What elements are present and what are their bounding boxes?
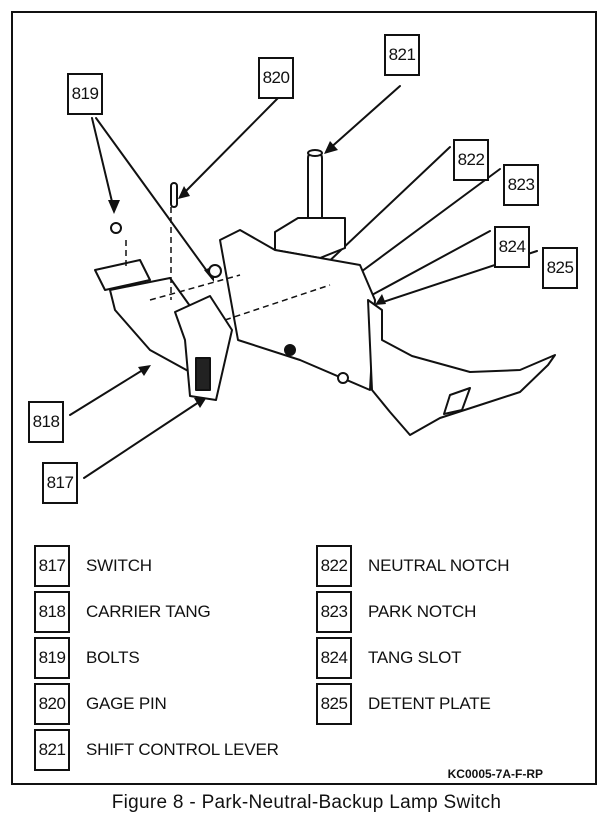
legend-item-817: 817 SWITCH xyxy=(34,545,152,587)
switch-body xyxy=(174,295,233,401)
legend-label: SWITCH xyxy=(86,556,152,575)
leader-821 xyxy=(327,85,401,151)
callout-819: 819 xyxy=(67,73,103,115)
leader-819a xyxy=(91,117,115,211)
detent-plate xyxy=(219,229,376,391)
leader-818 xyxy=(69,367,147,416)
mounting-bracket xyxy=(367,299,556,436)
callout-820: 820 xyxy=(258,57,294,99)
callout-817: 817 xyxy=(42,462,78,504)
figure-frame xyxy=(11,11,597,785)
callout-818: 818 xyxy=(28,401,64,443)
legend-item-819: 819 BOLTS xyxy=(34,637,140,679)
figure-caption: Figure 8 - Park-Neutral-Backup Lamp Swit… xyxy=(111,792,502,813)
legend-label: SHIFT CONTROL LEVER xyxy=(86,740,279,759)
legend-number: 825 xyxy=(316,683,352,725)
legend-item-822: 822 NEUTRAL NOTCH xyxy=(316,545,509,587)
legend-number: 817 xyxy=(34,545,70,587)
legend-number: 819 xyxy=(34,637,70,679)
callout-823: 823 xyxy=(503,164,539,206)
legend-number: 821 xyxy=(34,729,70,771)
legend-item-825: 825 DETENT PLATE xyxy=(316,683,491,725)
leader-823 xyxy=(349,168,501,281)
bolt-right xyxy=(208,264,222,278)
gage-pin xyxy=(170,182,178,208)
bracket-tab xyxy=(94,259,151,291)
legend-label: TANG SLOT xyxy=(368,648,462,667)
legend-number: 818 xyxy=(34,591,70,633)
legend-number: 820 xyxy=(34,683,70,725)
leader-817 xyxy=(83,399,203,479)
callout-825: 825 xyxy=(542,247,578,289)
legend-label: GAGE PIN xyxy=(86,694,167,713)
legend-item-820: 820 GAGE PIN xyxy=(34,683,167,725)
legend-label: PARK NOTCH xyxy=(368,602,477,621)
legend-item-823: 823 PARK NOTCH xyxy=(316,591,476,633)
leader-820 xyxy=(181,97,279,196)
legend-label: NEUTRAL NOTCH xyxy=(368,556,510,575)
callout-822: 822 xyxy=(453,139,489,181)
leader-819b xyxy=(95,117,213,279)
legend-label: BOLTS xyxy=(86,648,140,667)
bracket-slot xyxy=(443,387,471,415)
legend-item-824: 824 TANG SLOT xyxy=(316,637,461,679)
legend-number: 823 xyxy=(316,591,352,633)
bolt-left xyxy=(110,222,122,234)
legend-number: 824 xyxy=(316,637,352,679)
legend-item-818: 818 CARRIER TANG xyxy=(34,591,211,633)
switch-connector xyxy=(195,357,211,391)
figure-code: KC0005-7A-F-RP xyxy=(447,767,543,781)
legend-label: CARRIER TANG xyxy=(86,602,211,621)
callout-821: 821 xyxy=(384,34,420,76)
legend-number: 822 xyxy=(316,545,352,587)
callout-824: 824 xyxy=(494,226,530,268)
alignment-lines xyxy=(125,207,331,321)
legend-item-821: 821 SHIFT CONTROL LEVER xyxy=(34,729,279,771)
legend-label: DETENT PLATE xyxy=(368,694,491,713)
mechanism xyxy=(94,149,556,436)
